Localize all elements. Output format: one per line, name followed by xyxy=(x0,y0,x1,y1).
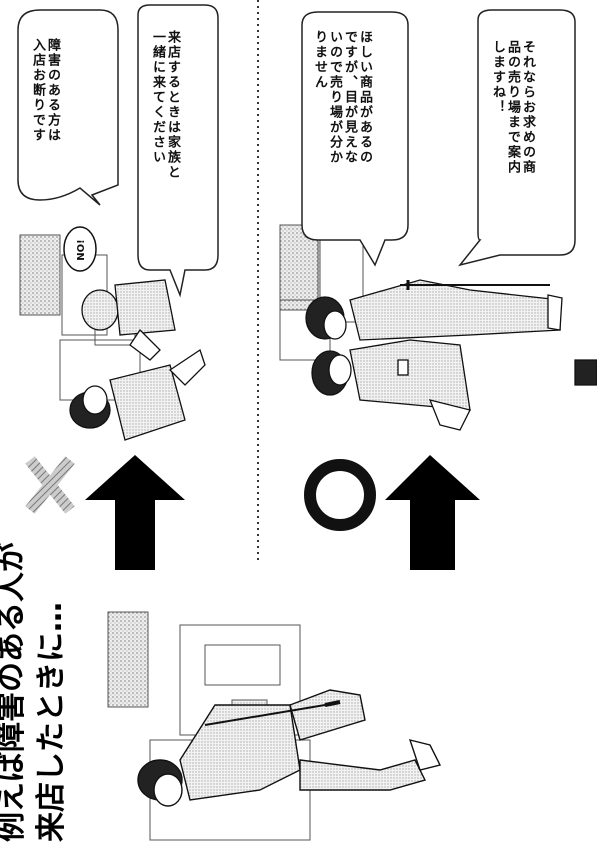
blind-customer-figure xyxy=(137,689,442,807)
bubble-request-text: ほしい商品があるの ですが、目が見えな いので売り場が分か りません xyxy=(312,30,372,230)
bubble-family xyxy=(137,4,219,298)
bubble-family-text: 来店するときは家族と 一緒に来てください xyxy=(150,30,180,250)
bubble-guide-text: それならお求めの商 品の売り場まで案内 しますね！ xyxy=(490,40,535,240)
clerk-guiding-figure xyxy=(311,339,597,431)
no-badge xyxy=(63,226,97,272)
bubble-guide-line1: それならお求めの商 xyxy=(520,40,535,175)
bubble-refusal xyxy=(17,9,119,206)
bubble-refusal-line1: 障害のある方は xyxy=(45,38,60,143)
no-badge-text: NO! xyxy=(76,239,87,261)
bubble-request-line4: りません xyxy=(312,30,327,90)
circle-mark xyxy=(304,459,376,531)
page-title: 例えば障害のある人が 来店したときに… xyxy=(0,522,72,842)
bubble-request-line1: ほしい商品があるの xyxy=(357,30,372,165)
arrow-up-icon xyxy=(85,455,185,570)
page-title-line2: 来店したときに… xyxy=(34,602,69,842)
bubble-refusal-line2: 入店お断りです xyxy=(30,38,45,143)
page-title-line1: 例えば障害のある人が xyxy=(0,542,29,842)
bubble-refusal-text: 障害のある方は 入店お断りです xyxy=(30,38,60,178)
bubble-request-line3: いので売り場が分か xyxy=(327,30,342,165)
arrow-up-icon-2 xyxy=(385,455,480,570)
bubble-family-line2: 一緒に来てください xyxy=(150,30,165,165)
bubble-family-line1: 来店するときは家族と xyxy=(165,30,180,180)
bubble-guide-line3: しますね！ xyxy=(490,40,505,115)
bubble-request xyxy=(301,11,409,267)
blind-customer-figure-2 xyxy=(305,279,563,341)
bubble-guide xyxy=(458,9,576,267)
customer-figure xyxy=(69,348,206,441)
cross-mark xyxy=(25,456,75,514)
bubble-guide-line2: 品の売り場まで案内 xyxy=(505,40,520,175)
bubble-request-line2: ですが、目が見えな xyxy=(342,30,357,165)
clerk-refusing-figure xyxy=(81,279,176,361)
